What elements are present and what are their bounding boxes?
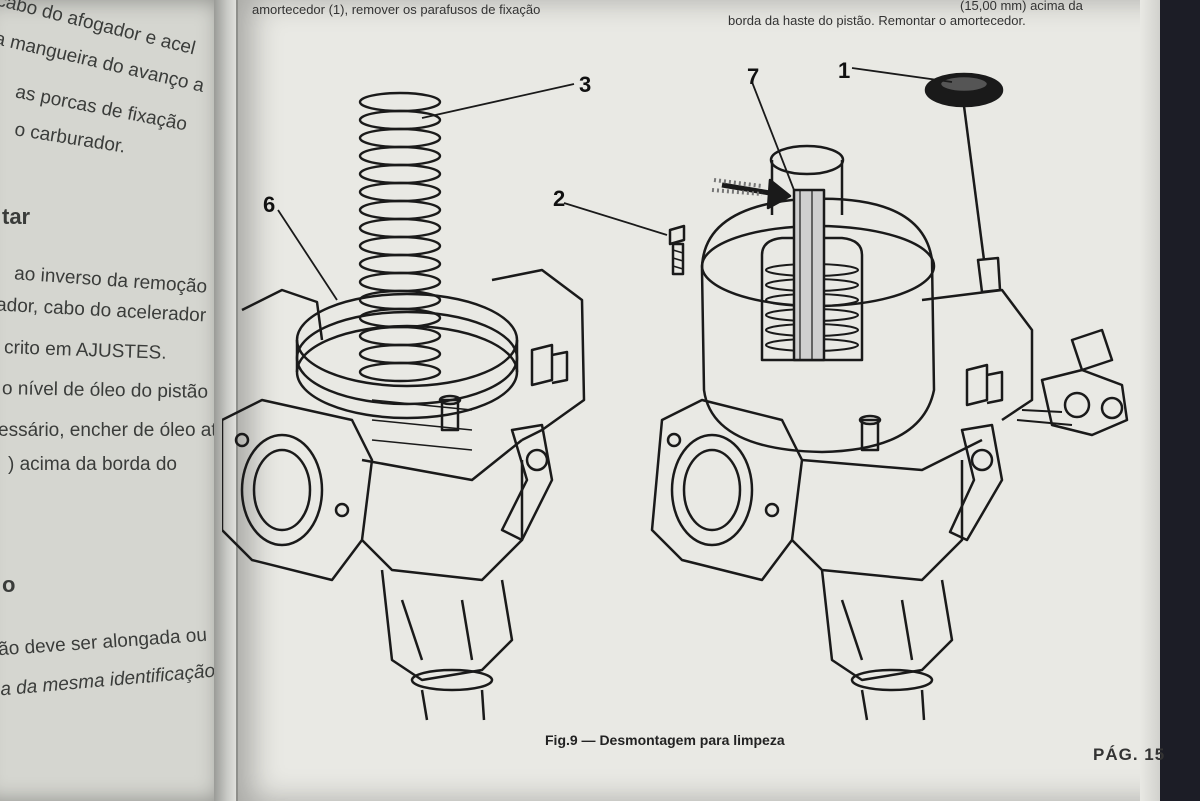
left-line-4: o carburador. bbox=[13, 119, 128, 158]
left-page: cabo do afogador e acel a mangueira do a… bbox=[0, 0, 238, 801]
figure-caption: Fig.9 — Desmontagem para limpeza bbox=[545, 732, 785, 748]
top-text-right-2: borda da haste do pistão. Remontar o amo… bbox=[728, 13, 1026, 28]
left-line-8: crito em AJUSTES. bbox=[3, 337, 167, 364]
top-text-right-1: (15,00 mm) acima da bbox=[960, 0, 1083, 13]
callout-2: 2 bbox=[553, 186, 566, 211]
left-line-11: ) acima da borda do bbox=[8, 454, 177, 475]
left-heading-1: tar bbox=[2, 204, 31, 229]
left-line-9: o nível de óleo do pistão bbox=[1, 378, 209, 403]
callout-6: 6 bbox=[263, 192, 276, 217]
left-line-13: ão deve ser alongada ou bbox=[0, 624, 208, 661]
page-number: PÁG. 15 bbox=[1093, 745, 1166, 764]
left-line-10: essário, encher de óleo até bbox=[0, 420, 228, 441]
callout-7: 7 bbox=[747, 64, 760, 89]
left-heading-2: o bbox=[2, 572, 16, 597]
carburetor-illustration bbox=[222, 67, 1129, 721]
callout-1: 1 bbox=[838, 58, 851, 83]
book-spine bbox=[214, 0, 236, 801]
spring bbox=[358, 91, 442, 383]
top-text-left: amortecedor (1), remover os parafusos de… bbox=[252, 2, 541, 17]
left-line-7: ador, cabo do acelerador bbox=[0, 294, 207, 327]
left-line-6: ao inverso da remoção bbox=[13, 263, 208, 298]
callout-3: 3 bbox=[579, 72, 592, 97]
page-edge bbox=[1140, 0, 1162, 801]
book-cover bbox=[1160, 0, 1200, 801]
left-line-14: a da mesma identificação bbox=[0, 660, 216, 701]
